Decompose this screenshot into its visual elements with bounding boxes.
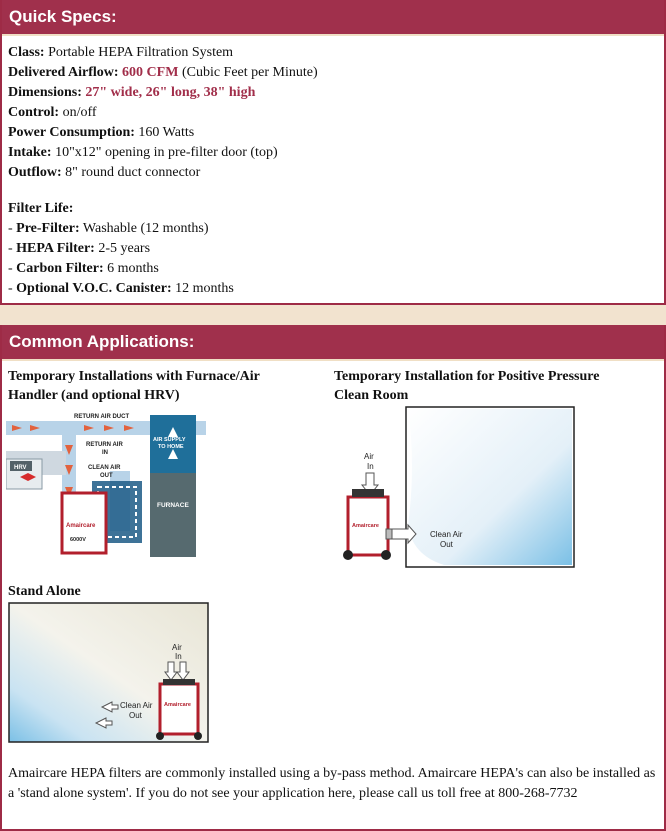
svg-text:Out: Out (129, 711, 143, 720)
svg-text:TO HOME: TO HOME (158, 444, 184, 450)
spec-dimensions: Dimensions: 27" wide, 26" long, 38" high (8, 85, 256, 100)
spec-intake: Intake: 10"x12" opening in pre-filter do… (8, 145, 278, 160)
app3-title: Stand Alone (8, 584, 81, 599)
applications-description: Amaircare HEPA filters are commonly inst… (8, 766, 656, 801)
svg-text:RETURN AIR DUCT: RETURN AIR DUCT (74, 414, 129, 420)
svg-text:OUT: OUT (100, 473, 113, 479)
clean-air-out-arrow (391, 523, 417, 545)
svg-text:Amaircare: Amaircare (352, 523, 379, 529)
svg-text:6000V: 6000V (70, 537, 86, 543)
svg-text:Clean Air: Clean Air (430, 530, 463, 539)
quick-specs-header: Quick Specs: (2, 0, 664, 36)
spec-outflow: Outflow: 8" round duct connector (8, 165, 201, 180)
svg-text:RETURN AIR: RETURN AIR (86, 442, 123, 448)
furnace-installation-diagram: RETURN AIR DUCT RETURN AIR IN CLEAN AIR … (6, 414, 206, 557)
furnace (150, 473, 196, 557)
air-supply-duct (150, 415, 196, 473)
clean-air-out-arrow (100, 701, 119, 713)
svg-text:Air: Air (172, 643, 182, 652)
filter-life-item: - Optional V.O.C. Canister: 12 months (8, 281, 234, 296)
spec-class: Class: Portable HEPA Filtration System (8, 45, 234, 60)
positive-pressure-diagram: Air In Amaircare Clean Air Out (343, 406, 575, 568)
filter-life-item: - Pre-Filter: Washable (12 months) (8, 221, 209, 236)
filter-life-title: Filter Life: (8, 201, 74, 216)
svg-text:CLEAN AIR: CLEAN AIR (88, 465, 121, 471)
svg-text:FURNACE: FURNACE (157, 502, 189, 509)
svg-text:Amaircare: Amaircare (164, 702, 191, 708)
svg-text:Air: Air (364, 452, 374, 461)
svg-text:Amaircare: Amaircare (66, 523, 96, 529)
return-flow-arrows (12, 425, 134, 497)
svg-text:Clean Air: Clean Air (120, 701, 153, 710)
air-scrubber-unit (60, 491, 108, 555)
air-scrubber-unit (158, 682, 200, 736)
spec-control: Control: on/off (8, 105, 97, 120)
svg-text:IN: IN (102, 450, 108, 456)
specs-list: Class: Portable HEPA Filtration System D… (2, 36, 664, 299)
air-scrubber-unit (346, 495, 390, 557)
filter-life-item: - HEPA Filter: 2-5 years (8, 241, 151, 256)
stand-alone-diagram: Air In Amaircare Clean Air Out (8, 602, 209, 743)
svg-text:Out: Out (440, 540, 454, 549)
spec-airflow: Delivered Airflow: 600 CFM (Cubic Feet p… (8, 65, 318, 80)
quick-specs-panel: Quick Specs: Class: Portable HEPA Filtra… (0, 0, 666, 305)
filter-life-item: - Carbon Filter: 6 months (8, 261, 159, 276)
svg-text:HRV: HRV (14, 465, 27, 471)
svg-text:AIR SUPPLY: AIR SUPPLY (153, 437, 186, 443)
common-applications-panel: Common Applications: Temporary Installat… (0, 325, 666, 831)
air-in-arrow (164, 661, 178, 681)
svg-text:In: In (367, 462, 374, 471)
app1-title: Temporary Installations with Furnace/Air… (8, 369, 260, 403)
spec-power: Power Consumption: 160 Watts (8, 125, 195, 140)
svg-text:In: In (175, 652, 182, 661)
app2-title: Temporary Installation for Positive Pres… (334, 369, 600, 403)
common-applications-header: Common Applications: (2, 325, 664, 361)
